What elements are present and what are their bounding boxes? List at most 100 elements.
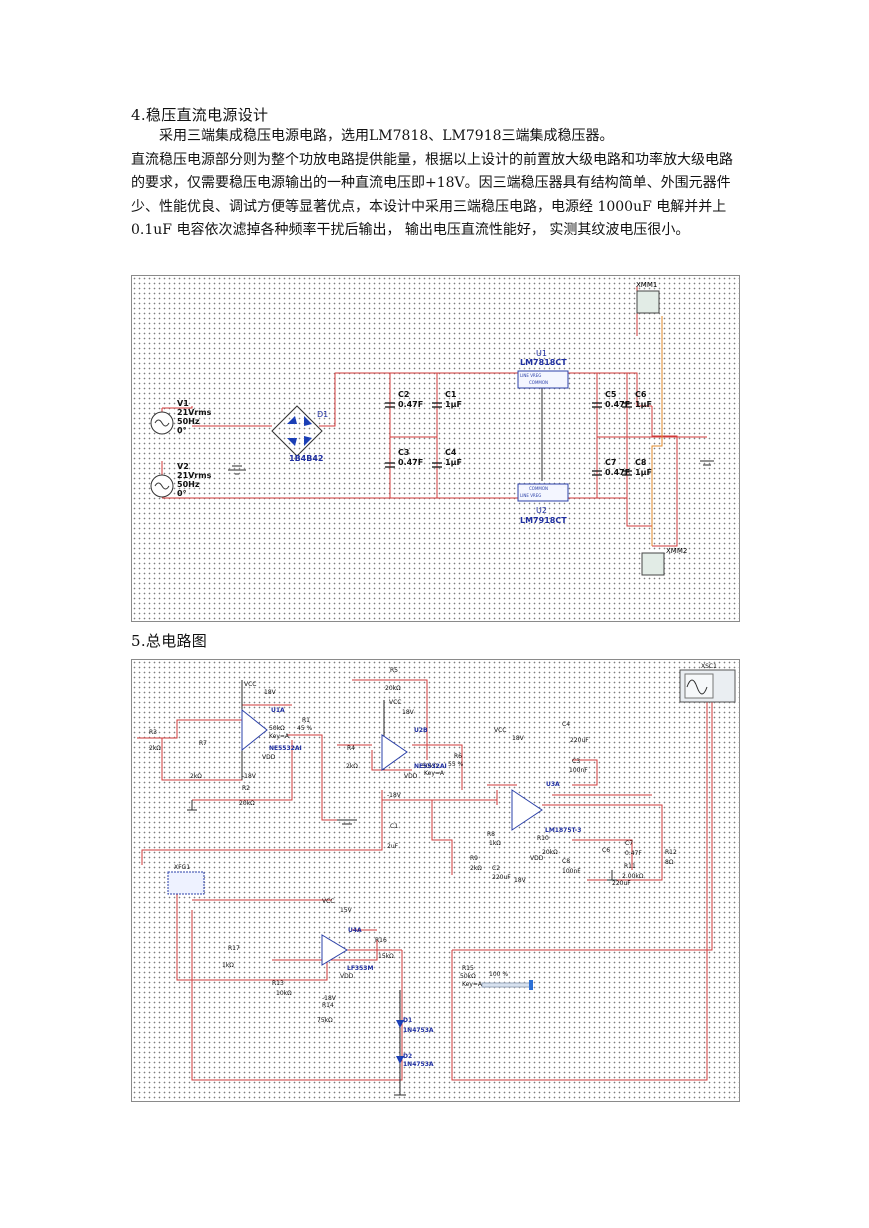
u2-pins: LINE VREG <box>520 493 541 498</box>
r14-value: 75kΩ <box>317 1017 333 1024</box>
u1-pins: LINE VREG <box>520 373 541 378</box>
u2-label: U2 <box>536 506 547 515</box>
c8-label: C8 <box>635 458 647 467</box>
r2-value: 20kΩ <box>239 800 255 807</box>
u3a-part: LM1875T-3 <box>545 827 581 834</box>
r6-resistance: 50kΩ <box>422 763 438 770</box>
r4-label: R4 <box>347 745 355 752</box>
r13-label: R13 <box>272 980 284 987</box>
u4a-label: U4A <box>348 927 362 934</box>
d1z-label: D1 <box>403 1017 412 1024</box>
v1-freq: 50Hz <box>177 417 200 426</box>
xfg1-function-generator <box>167 871 205 895</box>
c1-label: C1 <box>445 390 457 399</box>
u1-common: COMMON <box>529 380 548 385</box>
c1f-value: 2uF <box>387 843 399 850</box>
c3-value: 0.47F <box>398 458 423 467</box>
r9-value: 2kΩ <box>470 865 482 872</box>
xmm1-multimeter <box>636 290 660 314</box>
u3a-label: U3A <box>546 781 560 788</box>
v1-phase: 0° <box>177 426 187 435</box>
u1a-label: U1A <box>271 707 285 714</box>
r12-value: 8Ω <box>665 859 674 866</box>
r5-label: R5 <box>390 667 398 674</box>
bridge-rectifier-icon <box>287 416 312 446</box>
r4-value: 2kΩ <box>346 763 358 770</box>
r8-label: R8 <box>487 831 495 838</box>
c6f-value: 220uF <box>612 880 631 887</box>
c3-label: C3 <box>398 448 409 457</box>
c8f-label: C8 <box>562 858 570 865</box>
c3f-value: 100nF <box>569 767 588 774</box>
vdd2-label: VDD <box>404 773 418 780</box>
r1-resistance: 50kΩ <box>269 725 285 732</box>
r15-slider-handle[interactable] <box>529 980 533 990</box>
xfg1-label: XFG1 <box>174 864 190 871</box>
power-supply-diagram: XMM1 XMM2 LINE VREG COMMON U1 LM7818CT C… <box>150 281 714 576</box>
u1-regulator <box>517 370 569 389</box>
section-4-title: 4.稳压直流电源设计 <box>131 106 269 124</box>
r7-value: 2kΩ <box>190 773 202 780</box>
r16-label: R16 <box>375 937 387 944</box>
u2b-part: NE5532AI <box>414 763 447 770</box>
d1-zener-icon <box>396 1020 404 1028</box>
r14-label: R14 <box>322 1002 334 1009</box>
v2-freq: 50Hz <box>177 480 200 489</box>
c1f-label: C1 <box>390 823 398 830</box>
r6-percent: 55 % <box>448 761 464 768</box>
vcc1-label: VCC <box>244 681 256 688</box>
v18b-label: 18V <box>402 709 415 716</box>
r6-key: Key=A <box>424 770 445 777</box>
r15-value: 50kΩ <box>460 973 476 980</box>
c4f-label: C4 <box>562 721 570 728</box>
c5-value: 0.47F <box>605 400 630 409</box>
c6f-label: C6 <box>602 847 610 854</box>
c7-label: C7 <box>605 458 616 467</box>
u1a-opamp-icon <box>241 708 268 752</box>
d2-zener-icon <box>396 1056 404 1064</box>
r15-percent: 100 % <box>489 971 508 978</box>
u2-part: LM7918CT <box>520 516 567 525</box>
r10-value: 20kΩ <box>542 849 558 856</box>
vcc2-label: VCC <box>389 699 401 706</box>
v2-phase: 0° <box>177 489 187 498</box>
c8-value: 1µF <box>635 468 652 477</box>
r5-value: 20kΩ <box>385 685 401 692</box>
u1a-part: NE5532AI <box>269 745 302 752</box>
r13-value: 10kΩ <box>276 990 292 997</box>
c2-value: 0.47F <box>398 400 423 409</box>
u2b-opamp-icon <box>381 734 408 771</box>
m18a-label: -18V <box>242 773 257 780</box>
u3a-amp-icon <box>511 789 543 831</box>
c3f-label: C3 <box>572 758 580 765</box>
r6-label: R6 <box>454 753 462 760</box>
r15-slider-track[interactable] <box>481 982 533 988</box>
r3-value: 2kΩ <box>149 745 161 752</box>
r1-key: Key=A <box>269 733 290 740</box>
c7-value: 0.47F <box>605 468 630 477</box>
d2z-part: 1N4753A <box>403 1061 434 1068</box>
v1-label: V1 <box>177 399 189 408</box>
c4-label: C4 <box>445 448 457 457</box>
d1-part: 1B4B42 <box>289 454 323 463</box>
r15-label: R15 <box>462 965 474 972</box>
u4a-part: LF353M <box>347 965 373 972</box>
m18d-label: -18V <box>322 995 337 1002</box>
c4-value: 1µF <box>445 458 462 467</box>
full-circuit-diagram: XSC1 XFG1 VCC 18V 50kΩ Key=A VDD -18V R3… <box>137 663 736 1096</box>
r1-percent: 45 % <box>297 725 313 732</box>
r1-label: R1 <box>302 717 310 724</box>
xmm1-label: XMM1 <box>636 281 657 289</box>
v18c-label: 18V <box>512 735 525 742</box>
d2z-label: D2 <box>403 1053 412 1060</box>
c1-value: 1µF <box>445 400 462 409</box>
full-circuit-schematic: XSC1 XFG1 VCC 18V 50kΩ Key=A VDD -18V R3… <box>131 659 740 1102</box>
u2-regulator <box>517 483 569 502</box>
c7f-value: 0.47F <box>625 850 642 857</box>
section-5-title: 5.总电路图 <box>131 632 208 650</box>
section-4-text: 采用三端集成稳压电源电路，选用LM7818、LM7918三端集成稳压器。 直流稳… <box>131 125 741 243</box>
vdd3-label: VDD <box>530 855 544 862</box>
vdd4-label: VDD <box>340 973 354 980</box>
c2f-label: C2 <box>492 865 500 872</box>
c6-label: C6 <box>635 390 647 399</box>
